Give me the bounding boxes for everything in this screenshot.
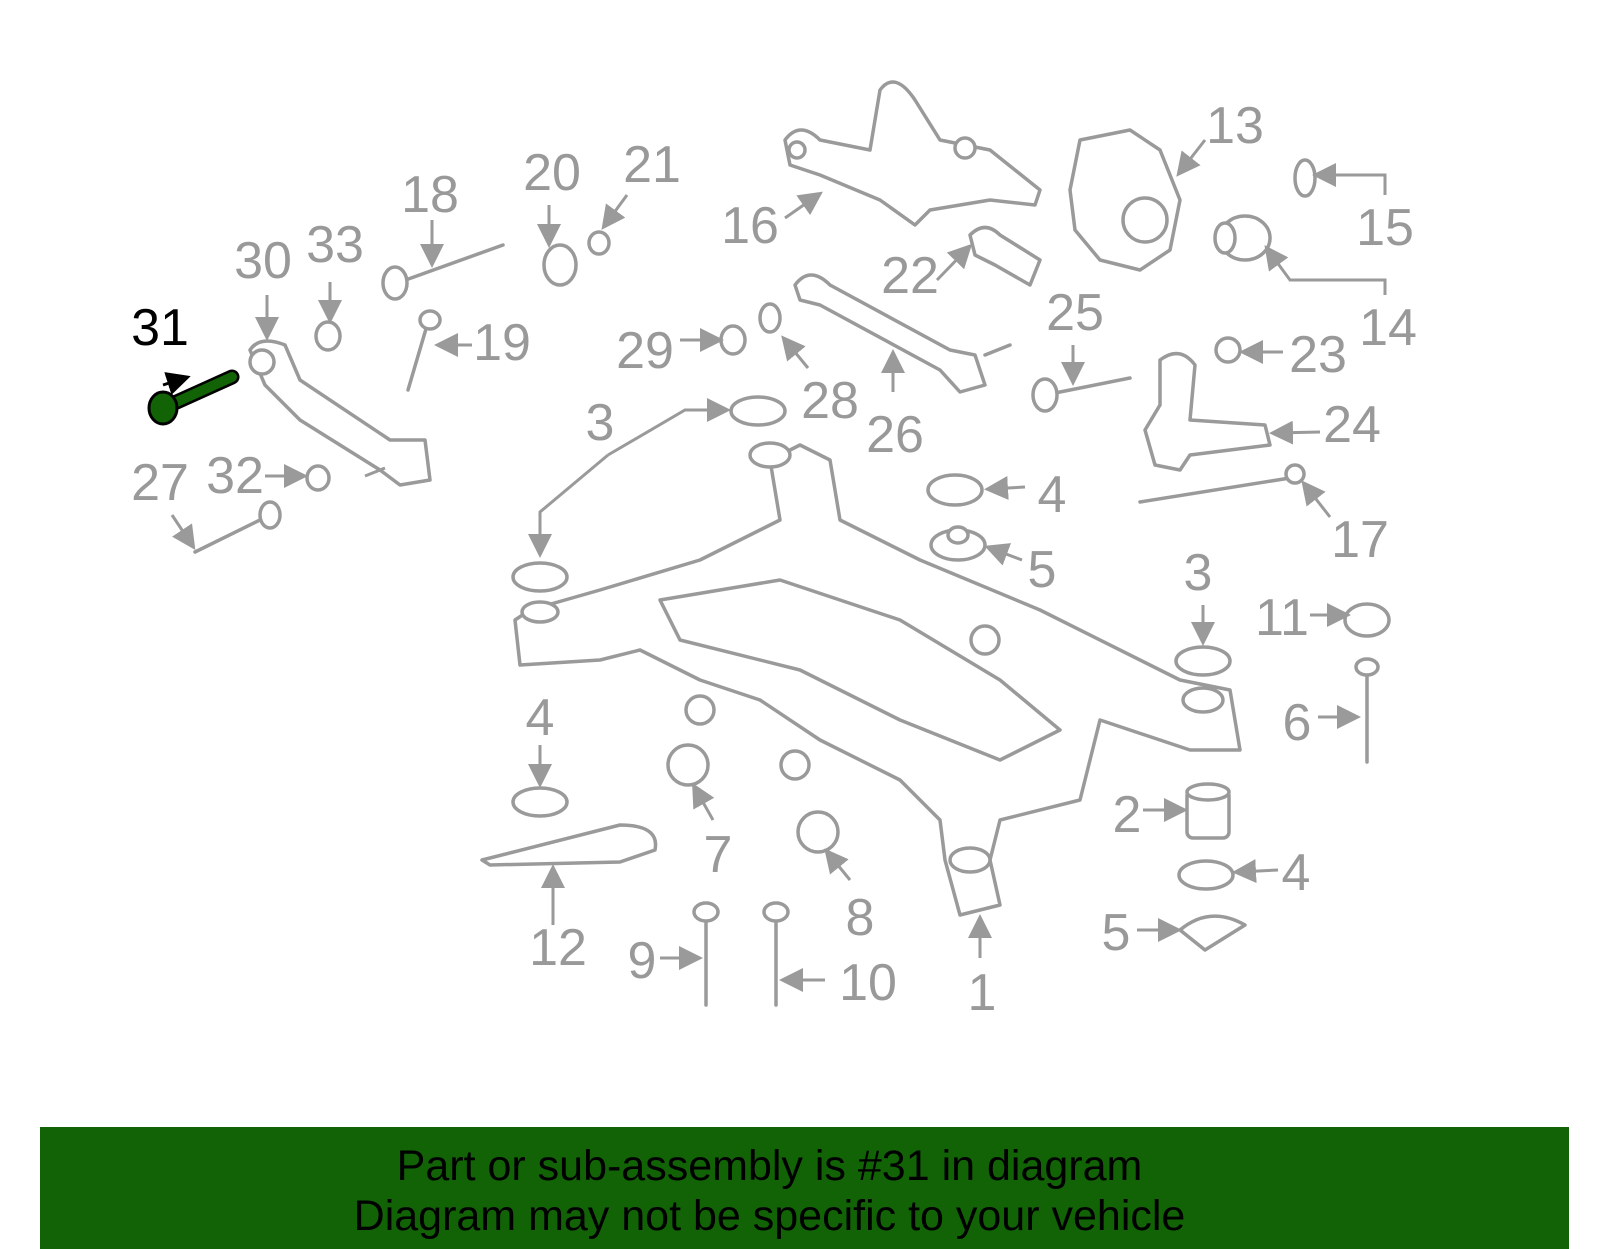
part-21-nut[interactable] (587, 230, 611, 256)
part-26-arm[interactable] (793, 273, 1012, 394)
label-23[interactable]: 23 (1289, 326, 1347, 384)
part-27-bolt[interactable] (193, 500, 282, 554)
label-4[interactable]: 4 (526, 689, 555, 747)
label-19[interactable]: 19 (473, 314, 531, 372)
label-14[interactable]: 14 (1359, 299, 1417, 357)
label-4[interactable]: 4 (1038, 466, 1067, 524)
label-16[interactable]: 16 (721, 197, 779, 255)
part-10-bolt[interactable] (762, 901, 790, 1007)
part-7-bushing[interactable] (666, 743, 710, 787)
part-18-bolt[interactable] (381, 243, 505, 301)
part-5-mount-upper[interactable] (929, 525, 987, 562)
label-5[interactable]: 5 (1028, 541, 1057, 599)
label-25[interactable]: 25 (1046, 284, 1104, 342)
part-11-nut[interactable] (1343, 602, 1391, 638)
label-32[interactable]: 32 (206, 447, 264, 505)
part-24-link[interactable] (1143, 351, 1272, 472)
part-8-bushing[interactable] (796, 810, 840, 854)
label-15[interactable]: 15 (1356, 199, 1414, 257)
part-25-bolt[interactable] (1031, 376, 1132, 413)
label-5[interactable]: 5 (1102, 904, 1131, 962)
part-9-bolt[interactable] (692, 901, 720, 1007)
label-22[interactable]: 22 (881, 247, 939, 305)
label-10[interactable]: 10 (839, 954, 897, 1012)
part-30-control-arm[interactable] (248, 339, 432, 487)
label-6[interactable]: 6 (1283, 694, 1312, 752)
label-13[interactable]: 13 (1206, 97, 1264, 155)
part-4-ring-upper[interactable] (926, 473, 984, 507)
part-15-ring[interactable] (1293, 158, 1317, 198)
banner-line-disclaimer: Diagram may not be specific to your vehi… (353, 1192, 1186, 1240)
label-21[interactable]: 21 (623, 136, 681, 194)
label-17[interactable]: 17 (1331, 511, 1389, 569)
part-28-ring[interactable] (758, 302, 782, 334)
label-18[interactable]: 18 (401, 166, 459, 224)
part-19-bolt[interactable] (406, 309, 442, 392)
label-29[interactable]: 29 (616, 322, 674, 380)
part-5-mount-lower[interactable] (1178, 914, 1247, 952)
label-2[interactable]: 2 (1113, 786, 1142, 844)
label-27[interactable]: 27 (131, 454, 189, 512)
part-13-knuckle[interactable] (1068, 128, 1182, 272)
part-16-arm[interactable] (783, 80, 1042, 227)
part-4-ring-lower-right[interactable] (1177, 859, 1235, 891)
info-banner: Part or sub-assembly is #31 in diagram D… (40, 1127, 1569, 1249)
label-31-highlighted[interactable]: 31 (131, 299, 189, 357)
label-24[interactable]: 24 (1323, 396, 1381, 454)
label-3[interactable]: 3 (586, 394, 615, 452)
label-7[interactable]: 7 (704, 826, 733, 884)
part-3-ring-left[interactable] (511, 395, 787, 593)
part-22-link[interactable] (968, 225, 1042, 287)
part-23-nut[interactable] (1214, 336, 1242, 364)
label-33[interactable]: 33 (306, 216, 364, 274)
parts-diagram: 31 30 33 18 20 21 19 16 13 15 14 22 29 2… (131, 80, 1417, 1022)
label-9[interactable]: 9 (628, 932, 657, 990)
banner-line-part: Part or sub-assembly is #31 in diagram (396, 1142, 1143, 1190)
label-28[interactable]: 28 (801, 372, 859, 430)
part-33-bushing[interactable] (314, 320, 342, 352)
label-30[interactable]: 30 (234, 232, 292, 290)
part-20-washer[interactable] (542, 243, 578, 287)
part-4-ring-lower-left[interactable] (511, 786, 569, 818)
label-1[interactable]: 1 (968, 964, 997, 1022)
part-3-ring-right[interactable] (1174, 645, 1232, 677)
label-20[interactable]: 20 (523, 144, 581, 202)
label-8[interactable]: 8 (846, 889, 875, 947)
label-3[interactable]: 3 (1184, 544, 1213, 602)
label-4[interactable]: 4 (1282, 844, 1311, 902)
part-31-bolt-highlighted[interactable] (147, 369, 240, 426)
part-17-rod[interactable] (1138, 463, 1306, 504)
part-29-washer[interactable] (719, 324, 747, 356)
part-32-nut[interactable] (305, 464, 331, 492)
part-14-bushing[interactable] (1213, 214, 1272, 262)
label-12[interactable]: 12 (529, 919, 587, 977)
leader-arrows (170, 139, 1387, 992)
callout-labels: 31 30 33 18 20 21 19 16 13 15 14 22 29 2… (131, 97, 1417, 1022)
part-2-bushing[interactable] (1185, 782, 1231, 840)
label-26[interactable]: 26 (866, 406, 924, 464)
part-12-plate[interactable] (480, 823, 658, 867)
label-11[interactable]: 11 (1255, 589, 1309, 647)
part-6-bolt[interactable] (1354, 657, 1380, 764)
part-1-subframe[interactable] (513, 441, 1242, 917)
